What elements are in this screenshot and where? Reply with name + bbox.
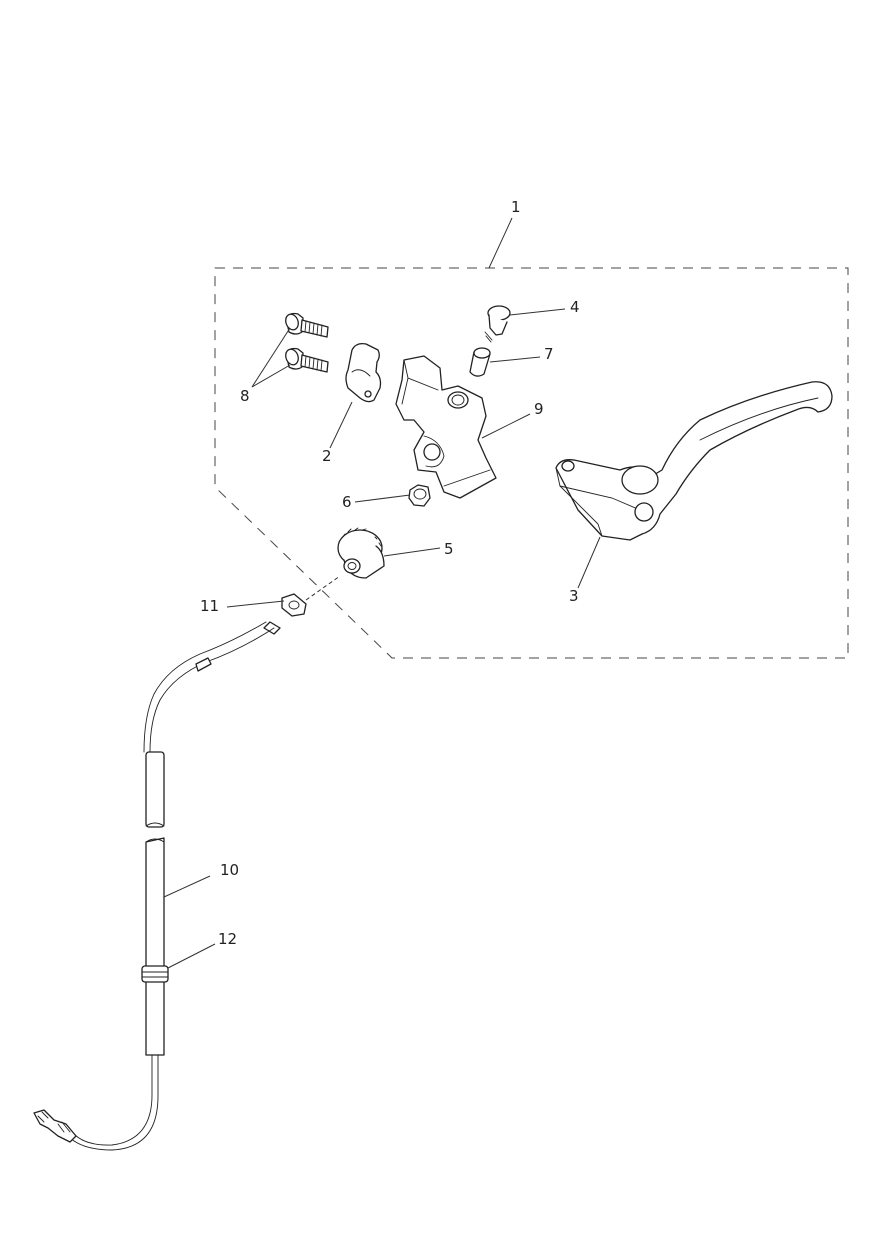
leader-9 [481, 413, 531, 439]
part-10-clutch-cable[interactable] [33, 621, 281, 1151]
callout-9: 9 [534, 400, 544, 418]
part-6-nut[interactable] [408, 484, 431, 507]
callout-6: 6 [342, 493, 352, 511]
kit-boundary [214, 267, 849, 659]
leader-lines [163, 217, 601, 969]
callout-2: 2 [322, 447, 332, 465]
callout-10: 10 [220, 861, 239, 879]
part-9-lever-bracket[interactable] [395, 355, 497, 499]
part-2-clamp[interactable] [345, 342, 382, 403]
callout-5: 5 [444, 540, 454, 558]
leader-1 [488, 217, 513, 269]
callout-12: 12 [218, 930, 237, 948]
leader-5 [383, 547, 441, 557]
leader-3 [577, 536, 601, 589]
part-4-pivot-bolt[interactable] [484, 305, 511, 343]
leader-12 [167, 943, 216, 969]
bolt-lower [285, 347, 329, 373]
leader-6 [354, 494, 411, 503]
leader-2 [329, 401, 353, 449]
part-3-clutch-lever[interactable] [555, 381, 833, 541]
leader-7 [489, 356, 541, 363]
callout-11: 11 [200, 597, 219, 615]
part-11-cable-nipple[interactable] [281, 575, 341, 617]
leader-4 [509, 308, 566, 316]
part-8-clamp-bolts[interactable] [284, 312, 329, 373]
bolt-upper [285, 312, 329, 338]
leader-8b [251, 364, 291, 388]
part-5-adjuster[interactable] [337, 527, 385, 579]
leader-8a [251, 327, 291, 388]
callout-3: 3 [569, 587, 579, 605]
part-7-bush[interactable] [469, 347, 491, 377]
callout-4: 4 [570, 298, 580, 316]
callout-7: 7 [544, 345, 554, 363]
callout-labels: 1 2 3 4 5 6 7 8 9 10 11 12 [200, 198, 580, 948]
callout-8: 8 [240, 387, 250, 405]
leader-10 [163, 875, 211, 898]
part-12-cable-ferrule[interactable] [141, 965, 169, 983]
callout-1: 1 [511, 198, 521, 216]
leader-11 [226, 600, 285, 608]
